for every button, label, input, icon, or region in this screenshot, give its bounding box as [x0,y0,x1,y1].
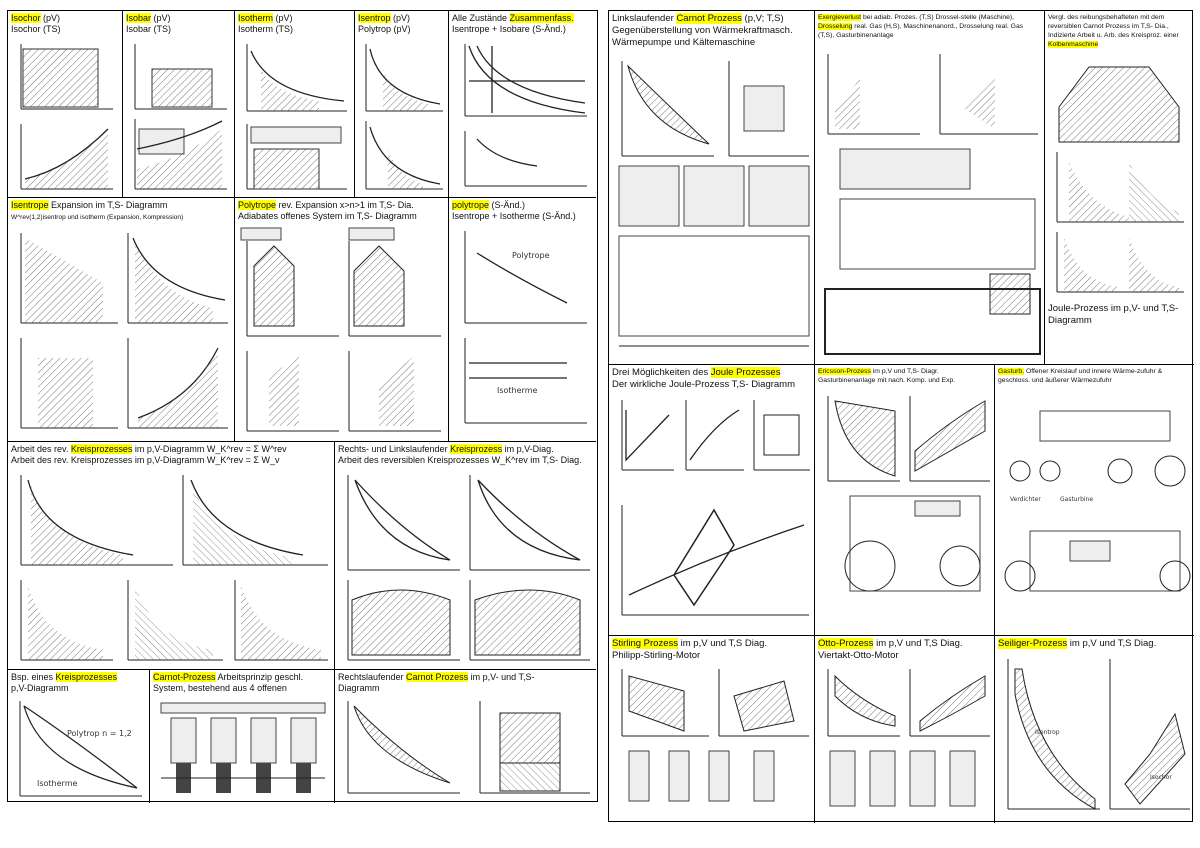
rechts-carnot-diagrams [340,698,592,800]
rechts-links-diagrams [340,470,592,666]
cell-zusammenfassung: Alle Zustände Zusammenfass.Isentrope + I… [449,11,596,198]
caption: Seiliger-Prozess im p,V und T,S Diag. [998,638,1157,649]
joule-caption: Joule-Prozess im p,V- und T,S- Diagramm [1048,303,1179,326]
ericsson-diagrams [820,391,992,631]
cell-kreisprozess-pv: Arbeit des rev. Kreisprozesses im p,V-Di… [8,442,335,670]
isentrope-ts-diagrams [13,228,231,438]
caption: Otto-Prozess im p,V und T,S Diag.Viertak… [818,638,963,661]
cell-gasturbine: Gasturb. Offener Kreislauf und innere Wä… [995,365,1194,636]
cell-otto: Otto-Prozess im p,V und T,S Diag.Viertak… [815,636,995,823]
isochor-diagram [13,39,118,194]
joule-moeglichkeiten-diagrams [614,395,812,631]
cell-polytrope-sand: polytrope (S-Änd.)Isentrope + Isotherme … [449,198,596,442]
polytrope-label: Polytrope [512,251,550,260]
gasturbine-diagrams: Gasturbine Verdichter [1000,391,1192,631]
isobar-diagram [127,39,231,194]
caption: Exergieverlust bei adiab. Prozes. (T,S) … [818,14,1024,39]
cell-carnot-arbeitsprinzip: Carnot-Prozess Arbeitsprinzip geschl.Sys… [150,670,335,803]
stirling-diagrams [614,666,812,818]
cell-seiliger: Seiliger-Prozess im p,V und T,S Diag. Is… [995,636,1194,823]
isochor-label: Isochor [1150,774,1172,781]
cell-rechts-carnot: Rechtslaufender Carnot Prozess im p,V- u… [335,670,596,803]
linkslaufender-carnot-diagrams [614,56,812,361]
cell-isentrop: Isentrop (pV)Polytrop (pV) [355,11,449,198]
caption: Vergl. des reibungsbehafteten mit dem re… [1048,14,1179,48]
cell-linkslaufender-carnot: Linkslaufender Carnot Prozess (p,V; T,S)… [609,11,815,365]
left-page: Isochor (pV)Isochor (TS) Isobar (pV)Isob… [7,10,598,803]
isotherm-diagram [239,39,351,194]
caption: Rechtslaufender Carnot Prozess im p,V- u… [338,672,535,693]
cell-isochor: Isochor (pV)Isochor (TS) [8,11,123,198]
cell-polytrope-ts: Polytrope rev. Expansion x>n>1 im T,S- D… [235,198,449,442]
gasturbine-label: Gasturbine [1060,496,1093,503]
cell-rechts-links-kreisprozess: Rechts- und Linkslaufender Kreisprozess … [335,442,596,670]
polytrop-label: Polytrop n = 1,2 [67,729,132,738]
caption: Isentrop (pV)Polytrop (pV) [358,13,411,34]
isentrop-diagram [358,39,446,194]
cell-isobar: Isobar (pV)Isobar (TS) [123,11,235,198]
isotherme-label-2: Isotherme [37,779,77,788]
caption: Polytrope rev. Expansion x>n>1 im T,S- D… [238,200,417,221]
kolbenmaschine-diagrams [1049,57,1191,297]
cell-isotherm: Isotherm (pV)Isotherm (TS) [235,11,355,198]
caption: Alle Zustände Zusammenfass.Isentrope + I… [452,13,574,34]
caption: Arbeit des rev. Kreisprozesses im p,V-Di… [11,444,287,465]
verdichter-label: Verdichter [1010,496,1041,503]
caption: Isobar (pV)Isobar (TS) [126,13,172,34]
zusammenfassung-diagram [457,41,589,193]
caption: Isotherm (pV)Isotherm (TS) [238,13,294,34]
carnot-arbeitsprinzip-diagram [156,698,330,800]
isentrop-label: Isentrop [1035,729,1060,736]
caption: polytrope (S-Änd.)Isentrope + Isotherme … [452,200,576,221]
exergieverlust-diagrams [820,49,1042,361]
isotherme-label: Isotherme [497,386,537,395]
otto-diagrams [820,666,992,818]
polytrope-ts-diagrams [239,226,445,438]
caption: Linkslaufender Carnot Prozess (p,V; T,S)… [612,13,793,48]
caption: Rechts- und Linkslaufender Kreisprozess … [338,444,582,465]
caption: Gasturb. Offener Kreislauf und innere Wä… [998,368,1163,384]
cell-exergieverlust: Exergieverlust bei adiab. Prozes. (T,S) … [815,11,1045,365]
caption: Stirling Prozess im p,V und T,S Diag.Phi… [612,638,768,661]
kreisprozess-pv-diagrams [13,470,331,666]
cell-stirling: Stirling Prozess im p,V und T,S Diag.Phi… [609,636,815,823]
cell-kolbenmaschine: Vergl. des reibungsbehafteten mit dem re… [1045,11,1194,365]
cell-ericsson: Ericsson-Prozess im p,V und T,S- Diagr. … [815,365,995,636]
caption: Carnot-Prozess Arbeitsprinzip geschl.Sys… [153,672,304,693]
caption: Ericsson-Prozess im p,V und T,S- Diagr. … [818,368,956,384]
caption: Isochor (pV)Isochor (TS) [11,13,61,34]
right-page: Linkslaufender Carnot Prozess (p,V; T,S)… [608,10,1194,823]
